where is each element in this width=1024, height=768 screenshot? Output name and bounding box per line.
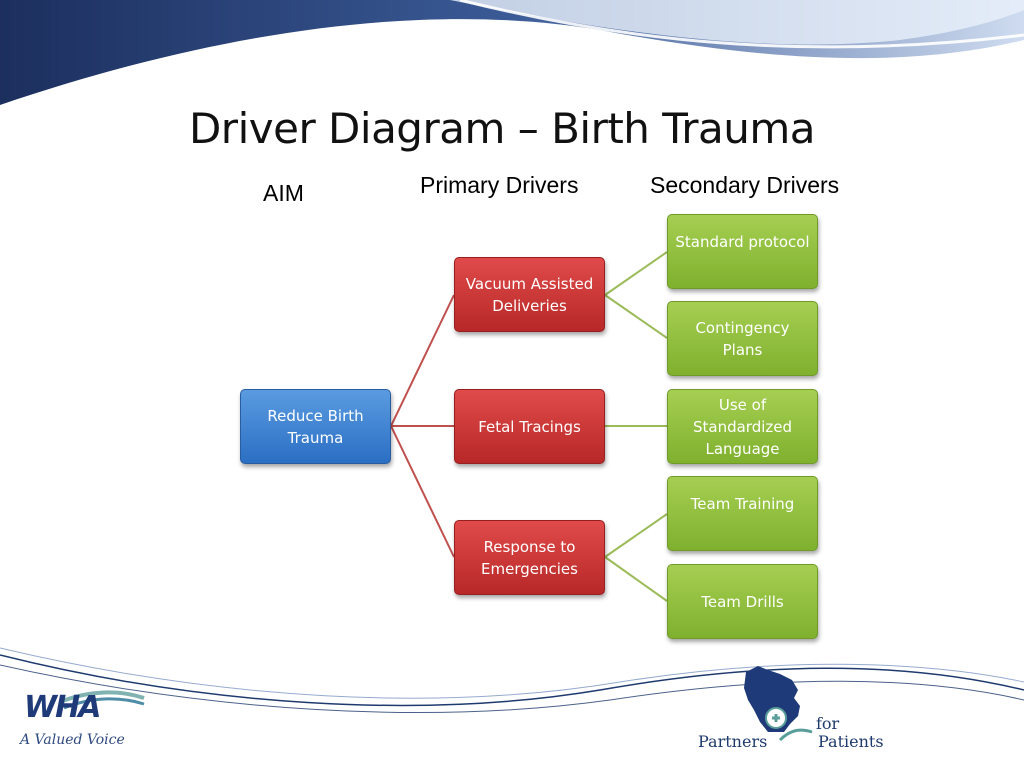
column-header-aim: AIM [263, 180, 304, 206]
secondary-driver-line: Standard protocol [675, 232, 810, 251]
top-band-highlight [450, 0, 1024, 45]
top-band-curve [459, 0, 1024, 49]
aim-box-line: Trauma [287, 428, 344, 447]
connector-vacuum-protocol [604, 251, 668, 296]
wha-logo-tagline: A Valued Voice [20, 732, 125, 748]
secondary-driver-contingency-plans: Contingency Plans [667, 301, 818, 376]
primary-driver-vacuum-assisted-deliveries: Vacuum Assisted Deliveries [454, 257, 605, 332]
secondary-driver-use-of-standardized-language: Use of Standardized Language [667, 389, 818, 464]
bottom-wave-1 [0, 654, 1024, 707]
secondary-driver-line: Team Training [690, 494, 795, 513]
aim-box-line: Reduce Birth [267, 406, 364, 425]
secondary-driver-line: Language [705, 439, 780, 458]
partners-for-patients-logo: Partners for Patients [694, 660, 884, 760]
wha-logo: WHA A Valued Voice [20, 688, 150, 758]
primary-driver-line: Vacuum Assisted [465, 274, 594, 293]
secondary-driver-line: Team Drills [701, 592, 784, 611]
bottom-wave-3 [0, 647, 1024, 699]
primary-driver-line: Emergencies [481, 559, 578, 578]
secondary-driver-standard-protocol: Standard protocol [667, 214, 818, 289]
bottom-wave-2 [0, 664, 1024, 713]
primary-driver-response-to-emergencies: Response to Emergencies [454, 520, 605, 595]
primary-driver-line: Response to [483, 537, 576, 556]
connector-response-drills [604, 556, 668, 602]
connector-vacuum-contingency [604, 294, 668, 339]
wha-logo-mark: WHA [24, 690, 101, 725]
aim-box-reduce-birth-trauma: Reduce Birth Trauma [240, 389, 391, 464]
secondary-driver-team-training: Team Training [667, 476, 818, 551]
partners-for-patients-word: Patients [818, 732, 884, 751]
wisconsin-map-icon [744, 666, 813, 742]
primary-driver-fetal-tracings: Fetal Tracings [454, 389, 605, 464]
secondary-driver-line: Use of [718, 395, 767, 414]
connector-aim-response [390, 425, 455, 558]
secondary-driver-line: Plans [722, 340, 763, 359]
column-header-secondary: Secondary Drivers [650, 172, 840, 198]
partners-for-patients-word: for [816, 714, 840, 733]
column-header-primary: Primary Drivers [420, 172, 579, 198]
primary-driver-line: Fetal Tracings [478, 417, 581, 436]
secondary-driver-line: Standardized [692, 417, 793, 436]
connector-response-training [604, 513, 668, 558]
slide-title: Driver Diagram – Birth Trauma [188, 104, 816, 153]
primary-driver-line: Deliveries [492, 296, 567, 315]
connector-aim-vacuum [390, 294, 455, 427]
secondary-driver-line: Contingency [695, 318, 790, 337]
partners-for-patients-word: Partners [698, 732, 768, 751]
secondary-driver-team-drills: Team Drills [667, 564, 818, 639]
wha-logo-swoosh [59, 690, 145, 710]
